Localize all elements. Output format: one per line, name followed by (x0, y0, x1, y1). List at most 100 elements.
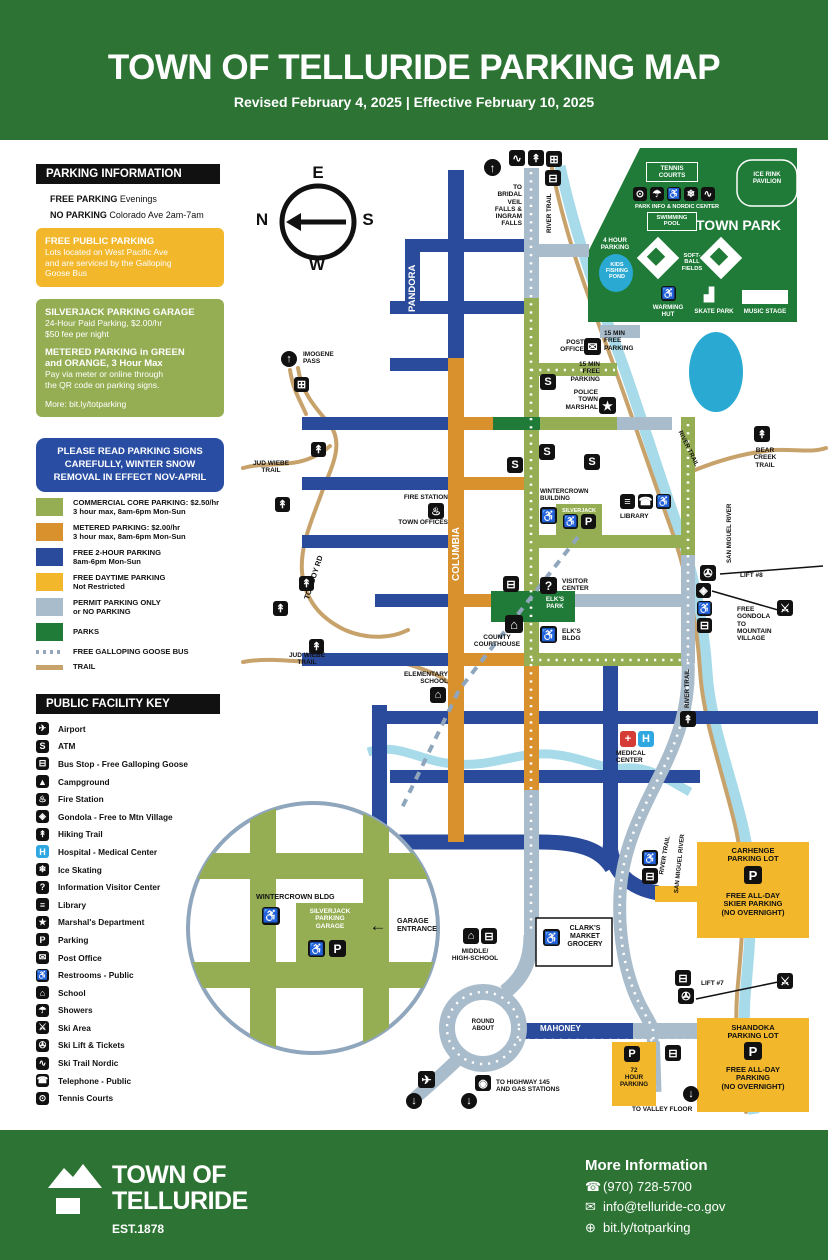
legend-swatch-trail (36, 664, 63, 670)
more-information-heading: More Information (585, 1157, 708, 1174)
legend-label: FREE GALLOPING GOOSE BUS (73, 646, 189, 656)
facility-key-label: Airport (58, 723, 86, 734)
elks-park-shape (491, 591, 575, 622)
atm-icon: S (36, 739, 49, 753)
free-parking-line: FREE PARKING Evenings (50, 194, 157, 204)
facility-key-label: Marshal's Department (58, 917, 145, 928)
facility-key-item-ski-lift-tickets: ✇Ski Lift & Tickets (36, 1037, 244, 1055)
facility-key-label: Fire Station (58, 794, 104, 805)
legend-swatch-fill (36, 523, 63, 542)
campground-icon: ▲ (36, 775, 49, 789)
facility-key-label: Ski Trail Nordic (58, 1058, 119, 1069)
facility-key-item-ski-area: ⚔ Ski Area (36, 1019, 244, 1037)
facility-key-label: Restrooms - Public (58, 970, 134, 981)
telephone-public-icon: ☎ (36, 1074, 49, 1088)
hiking-trail-icon: ↟ (36, 827, 49, 841)
legend-item: METERED PARKING: $2.00/hr 3 hour max, 8a… (36, 523, 240, 542)
goose-route-dashed (398, 535, 580, 813)
marshals-department-icon: ★ (36, 915, 49, 929)
facility-key-label: School (58, 987, 86, 998)
legend-swatch-fill (36, 573, 63, 592)
legend-item: TRAIL (36, 662, 240, 671)
town-logo-icon (48, 1164, 102, 1214)
legend-label: PERMIT PARKING ONLY or NO PARKING (73, 597, 161, 617)
town-park-shape (588, 148, 798, 322)
facility-key-item-post-office: ✉ Post Office (36, 949, 244, 967)
facility-key-item-ice-skating: ❄Ice Skating (36, 861, 244, 879)
phone-icon: ☎ (585, 1179, 602, 1195)
pond (689, 332, 743, 412)
bus-stop-icon: ⊟ (36, 757, 49, 771)
facility-key-heading: PUBLIC FACILITY KEY (36, 694, 220, 714)
silverjack-garage-box: SILVERJACK PARKING GARAGE 24-Hour Paid P… (36, 299, 224, 418)
footer-est: EST.1878 (112, 1222, 165, 1236)
inset-silverjack-detail (186, 801, 440, 1055)
information-visitor-center-icon: ? (36, 880, 49, 894)
legend-swatch-fill (36, 598, 63, 617)
facility-key-label: Parking (58, 934, 89, 945)
goose-route-dots (519, 172, 695, 1093)
gondola-icon: ◈ (36, 810, 49, 824)
page-title: TOWN OF TELLURIDE PARKING MAP (107, 48, 721, 87)
legend-item: FREE DAYTIME PARKING Not Restricted (36, 573, 240, 592)
legend-swatch-fill (36, 548, 63, 567)
legend-item: FREE GALLOPING GOOSE BUS (36, 647, 240, 656)
roundabout (439, 984, 527, 1072)
facility-key-label: Ski Area (58, 1022, 91, 1033)
facility-key-label: Library (58, 899, 87, 910)
parking-icon: P (36, 933, 49, 947)
facility-key-label: Ice Skating (58, 864, 102, 875)
winter-warning-box: PLEASE READ PARKING SIGNS CAREFULLY, WIN… (36, 438, 224, 493)
legend-item: PARKS (36, 622, 240, 641)
globe-icon: ⊕ (585, 1219, 596, 1235)
ski-area-icon: ⚔ (36, 1021, 49, 1035)
facility-key-label: Showers (58, 1005, 93, 1016)
parking-information-heading: PARKING INFORMATION (36, 164, 220, 184)
ski-trail-nordic-icon: ∿ (36, 1056, 49, 1070)
facility-key-label: Campground (58, 776, 110, 787)
legend-item: PERMIT PARKING ONLY or NO PARKING (36, 598, 240, 617)
footer-email: ✉info@telluride-co.gov (585, 1197, 725, 1217)
facility-key-label: Post Office (58, 952, 102, 963)
post-office-icon: ✉ (36, 951, 49, 965)
free-public-parking-box: FREE PUBLIC PARKING Lots located on West… (36, 228, 224, 287)
showers-icon: ☂ (36, 1003, 49, 1017)
header: TOWN OF TELLURIDE PARKING MAP Revised Fe… (0, 0, 828, 140)
facility-key-item-library: ≡ Library (36, 896, 244, 914)
facility-key-label: Hospital - Medical Center (58, 846, 158, 857)
hospital-icon: H (36, 845, 49, 859)
facility-key-item-hiking-trail: ↟Hiking Trail (36, 826, 244, 844)
tennis-courts-icon: ⊙ (36, 1091, 49, 1105)
facility-key-label: Bus Stop - Free Galloping Goose (58, 758, 188, 769)
legend-label: FREE 2-HOUR PARKING 8am-6pm Mon-Sun (73, 547, 162, 567)
footer-web: ⊕bit.ly/totparking (585, 1218, 725, 1238)
facility-key-item-gondola: ◈Gondola - Free to Mtn Village (36, 808, 244, 826)
legend-swatch-fill (36, 498, 63, 517)
email-icon: ✉ (585, 1199, 596, 1215)
page-subtitle: Revised February 4, 2025 | Effective Feb… (233, 94, 595, 110)
facility-key-item-restrooms-public: ♿Restrooms - Public (36, 966, 244, 984)
facility-key-item-tennis-courts: ⊙ Tennis Courts (36, 1089, 244, 1107)
school-icon: ⌂ (36, 986, 49, 1000)
facility-key-item-showers: ☂ Showers (36, 1002, 244, 1020)
facility-key-label: Tennis Courts (58, 1093, 114, 1104)
facility-key-item-parking: P Parking (36, 931, 244, 949)
facility-key-item-ski-trail-nordic: ∿ Ski Trail Nordic (36, 1054, 244, 1072)
facility-key-item-school: ⌂ School (36, 984, 244, 1002)
legend-label: COMMERCIAL CORE PARKING: $2.50/hr 3 hour… (73, 498, 220, 517)
facility-key-label: Ski Lift & Tickets (58, 1040, 125, 1051)
facility-key-item-bus-stop: ⊟ Bus Stop - Free Galloping Goose (36, 755, 244, 773)
library-icon: ≡ (36, 898, 49, 912)
facility-key-item-airport: ✈Airport (36, 720, 244, 738)
legend-item: COMMERCIAL CORE PARKING: $2.50/hr 3 hour… (36, 498, 240, 517)
legend-item: FREE 2-HOUR PARKING 8am-6pm Mon-Sun (36, 548, 240, 567)
map-legend: COMMERCIAL CORE PARKING: $2.50/hr 3 hour… (36, 498, 240, 678)
parking-lots (535, 565, 824, 1112)
facility-key-label: Telephone - Public (58, 1075, 132, 1086)
legend-label: PARKS (73, 627, 100, 637)
facility-key-item-marshals-department: ★ Marshal's Department (36, 914, 244, 932)
